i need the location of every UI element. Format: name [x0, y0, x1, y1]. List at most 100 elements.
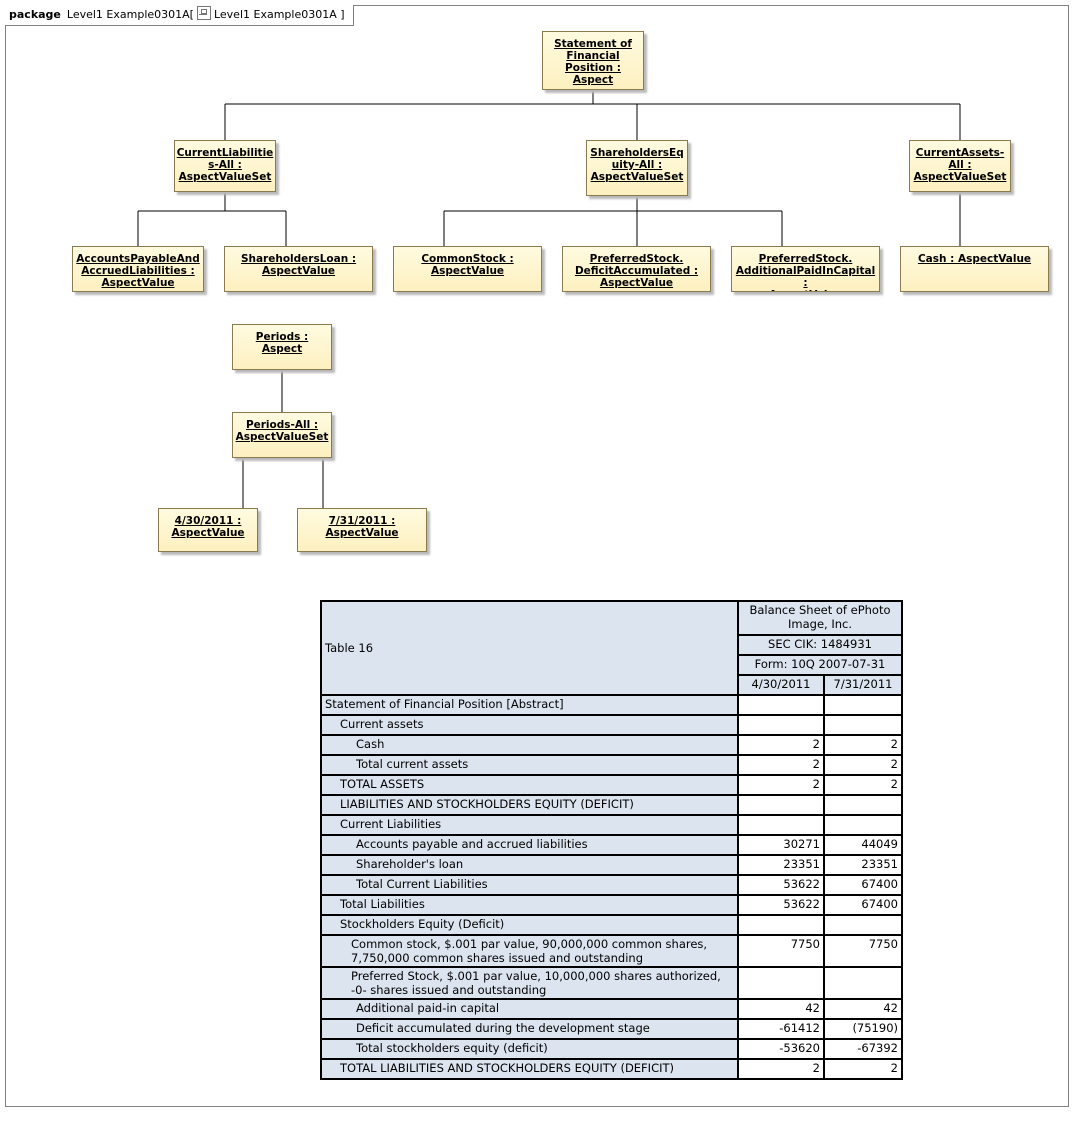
row-value-2: 2 [823, 734, 903, 756]
table-cik: SEC CIK: 1484931 [737, 634, 903, 656]
node-shareholders-equity[interactable]: ShareholdersEq uity-All : AspectValueSet [586, 140, 688, 196]
periods-all-connector [242, 458, 324, 508]
row-label: Stockholders Equity (Deficit) [320, 914, 739, 936]
row-value-2: 2 [823, 774, 903, 796]
row-value-2: 44049 [823, 834, 903, 856]
row-value-1: 2 [737, 774, 825, 796]
node-preferred-apic[interactable]: PreferredStock. AdditionalPaidInCapital … [731, 246, 880, 292]
node-common-stock[interactable]: CommonStock : AspectValue [393, 246, 542, 292]
node-current-liabilities[interactable]: CurrentLiabilitie s-All : AspectValueSet [174, 140, 276, 192]
row-value-1: 2 [737, 754, 825, 776]
row-value-2: -67392 [823, 1038, 903, 1060]
node-periods[interactable]: Periods : Aspect [232, 324, 332, 370]
row-label: Common stock, $.001 par value, 90,000,00… [320, 934, 739, 968]
package-name: Level1 Example0301A [66, 8, 190, 21]
balance-sheet-table: Table 16 Balance Sheet of ePhoto Image, … [320, 600, 903, 1080]
table-row: Accounts payable and accrued liabilities… [320, 834, 903, 856]
row-value-1: -53620 [737, 1038, 825, 1060]
row-label: TOTAL ASSETS [320, 774, 739, 796]
row-value-2: 23351 [823, 854, 903, 876]
row-label: Current assets [320, 714, 739, 736]
diagram-icon [196, 6, 211, 20]
row-value-2: 67400 [823, 874, 903, 896]
table-row: LIABILITIES AND STOCKHOLDERS EQUITY (DEF… [320, 794, 903, 816]
package-keyword: package [9, 8, 61, 21]
column-header-7-31-2011: 7/31/2011 [823, 674, 903, 696]
row-label: LIABILITIES AND STOCKHOLDERS EQUITY (DEF… [320, 794, 739, 816]
liabilities-connector [137, 192, 287, 246]
bracket-close: ] [340, 8, 345, 21]
node-periods-all[interactable]: Periods-All : AspectValueSet [232, 412, 332, 458]
row-label: TOTAL LIABILITIES AND STOCKHOLDERS EQUIT… [320, 1058, 739, 1080]
row-value-1: 2 [737, 1058, 825, 1080]
table-row: Common stock, $.001 par value, 90,000,00… [320, 934, 903, 968]
row-value-2 [823, 914, 903, 936]
row-label: Total current assets [320, 754, 739, 776]
row-label: Current Liabilities [320, 814, 739, 836]
row-value-2 [823, 794, 903, 816]
node-statement-of-financial-position[interactable]: Statement of Financial Position : Aspect [542, 31, 644, 90]
row-label: Cash [320, 734, 739, 756]
row-value-2 [823, 966, 903, 1000]
row-label: Additional paid-in capital [320, 998, 739, 1020]
node-shareholders-loan[interactable]: ShareholdersLoan : AspectValue [224, 246, 373, 292]
equity-connector [443, 196, 783, 246]
table-row: TOTAL LIABILITIES AND STOCKHOLDERS EQUIT… [320, 1058, 903, 1080]
column-header-4-30-2011: 4/30/2011 [737, 674, 825, 696]
diagram-frame [5, 5, 1069, 1107]
row-value-1: 53622 [737, 894, 825, 916]
row-label: Total stockholders equity (deficit) [320, 1038, 739, 1060]
row-value-1 [737, 794, 825, 816]
row-value-1 [737, 966, 825, 1000]
row-value-1: 23351 [737, 854, 825, 876]
table-row: Current Liabilities [320, 814, 903, 836]
node-current-assets[interactable]: CurrentAssets- All : AspectValueSet [909, 140, 1011, 192]
row-value-1 [737, 694, 825, 716]
row-value-1: 53622 [737, 874, 825, 896]
row-label: Accounts payable and accrued liabilities [320, 834, 739, 856]
table-row: Stockholders Equity (Deficit) [320, 914, 903, 936]
row-value-1: -61412 [737, 1018, 825, 1040]
row-value-2 [823, 714, 903, 736]
row-value-1 [737, 714, 825, 736]
row-value-1: 30271 [737, 834, 825, 856]
row-value-2: 7750 [823, 934, 903, 968]
node-accounts-payable[interactable]: AccountsPayableAnd AccruedLiabilities : … [72, 246, 204, 292]
row-value-1: 7750 [737, 934, 825, 968]
root-connector [224, 90, 961, 140]
row-value-1: 42 [737, 998, 825, 1020]
row-value-2: 2 [823, 754, 903, 776]
table-company: Balance Sheet of ePhoto Image, Inc. [737, 600, 903, 636]
table-title: Table 16 [320, 600, 739, 696]
row-label: Total Current Liabilities [320, 874, 739, 896]
row-label: Statement of Financial Position [Abstrac… [320, 694, 739, 716]
node-cash[interactable]: Cash : AspectValue [900, 246, 1049, 292]
table-form: Form: 10Q 2007-07-31 [737, 654, 903, 676]
node-period-4-30-2011[interactable]: 4/30/2011 : AspectValue [158, 508, 258, 552]
node-period-7-31-2011[interactable]: 7/31/2011 : AspectValue [297, 508, 427, 552]
table-row: Deficit accumulated during the developme… [320, 1018, 903, 1040]
row-value-2 [823, 814, 903, 836]
row-value-2: (75190) [823, 1018, 903, 1040]
node-preferred-deficit[interactable]: PreferredStock. DeficitAccumulated : Asp… [562, 246, 711, 292]
table-row: Preferred Stock, $.001 par value, 10,000… [320, 966, 903, 1000]
table-row: Total stockholders equity (deficit)-5362… [320, 1038, 903, 1060]
row-label: Preferred Stock, $.001 par value, 10,000… [320, 966, 739, 1000]
table-row: Current assets [320, 714, 903, 736]
row-label: Shareholder's loan [320, 854, 739, 876]
row-value-1 [737, 814, 825, 836]
row-value-2: 42 [823, 998, 903, 1020]
diagram-name: Level1 Example0301A [213, 8, 337, 21]
row-value-1 [737, 914, 825, 936]
row-label: Deficit accumulated during the developme… [320, 1018, 739, 1040]
row-label: Total Liabilities [320, 894, 739, 916]
row-value-2 [823, 694, 903, 716]
